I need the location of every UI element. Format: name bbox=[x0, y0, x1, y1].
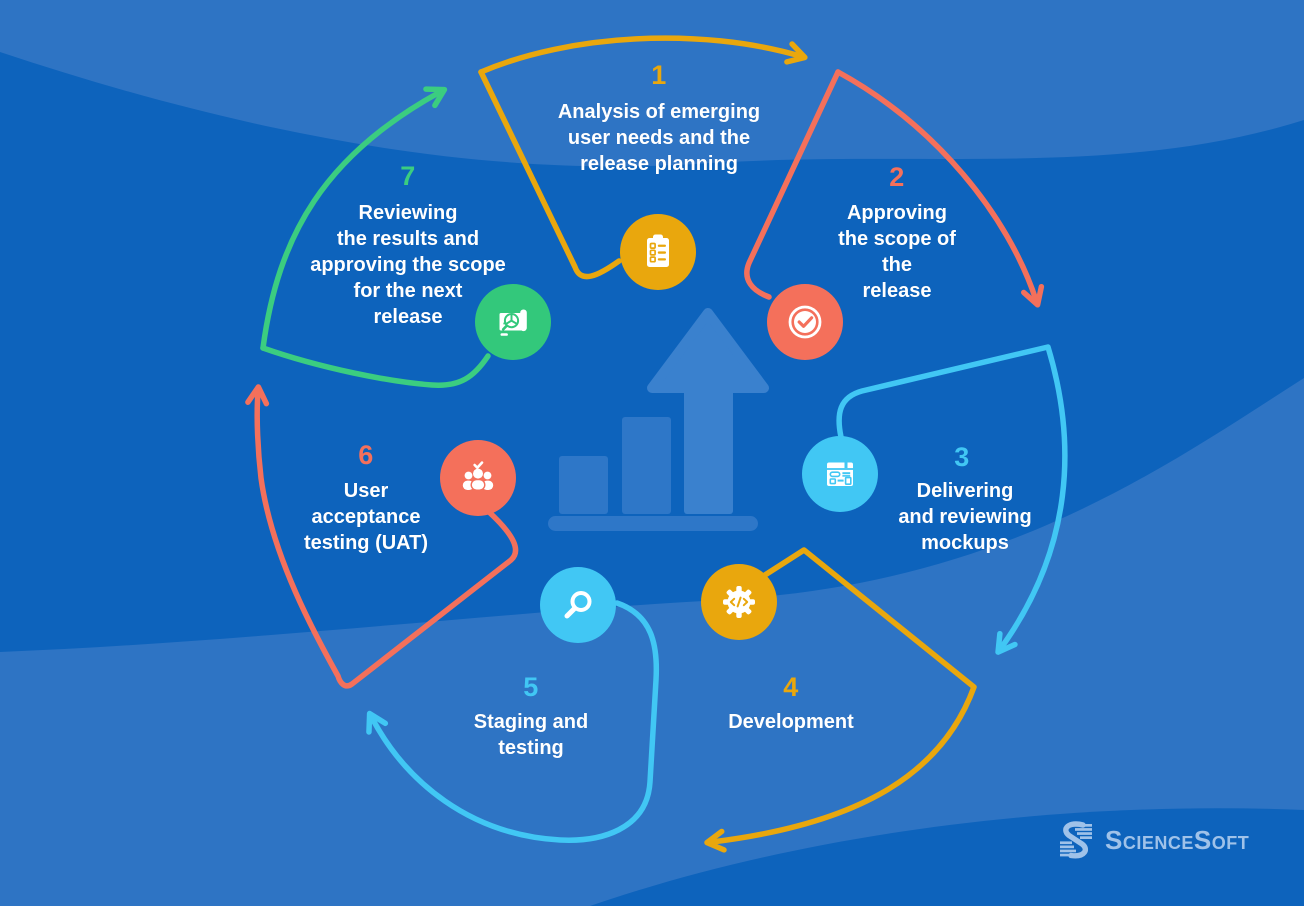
step-6-number: 6 bbox=[358, 440, 374, 470]
arrow-step-6 bbox=[245, 384, 519, 689]
step-3-label: Delivering and reviewing mockups bbox=[898, 480, 1032, 554]
step-7-label: Reviewing the results and approving the … bbox=[310, 202, 506, 328]
step-3-number: 3 bbox=[954, 442, 970, 472]
step-4-label: Development bbox=[728, 711, 854, 733]
step-7-number: 7 bbox=[400, 161, 416, 191]
step-4-number: 4 bbox=[783, 672, 799, 702]
growth-chart-watermark bbox=[548, 308, 769, 531]
check-circle-icon bbox=[767, 284, 843, 360]
arrow-step-1 bbox=[478, 35, 808, 280]
arrow-step-7 bbox=[260, 86, 491, 388]
magnifier-icon bbox=[540, 567, 616, 643]
step-1-number: 1 bbox=[651, 60, 667, 90]
sciencesoft-logo-mark bbox=[1060, 821, 1092, 859]
step-6-label: User acceptance testing (UAT) bbox=[303, 480, 429, 554]
sciencesoft-logo-text: ScienceSoft bbox=[1105, 824, 1250, 855]
step-2-number: 2 bbox=[889, 162, 905, 192]
step-5-number: 5 bbox=[523, 672, 539, 702]
sciencesoft-logo: ScienceSoft bbox=[1056, 818, 1249, 862]
clipboard-checklist-icon bbox=[620, 214, 696, 290]
step-2-label: Approving the scope of the release bbox=[838, 202, 956, 302]
code-gear-icon bbox=[701, 564, 777, 640]
arrow-step-3 bbox=[836, 344, 1068, 655]
wave-top bbox=[0, 0, 1304, 167]
report-review-icon bbox=[475, 284, 551, 360]
wave-bottom-right bbox=[590, 808, 1304, 906]
step-5-label: Staging and testing bbox=[473, 711, 589, 759]
step-1-label: Analysis of emerging user needs and the … bbox=[557, 101, 761, 175]
users-check-icon bbox=[440, 440, 516, 516]
arrow-step-5 bbox=[366, 600, 660, 843]
mockup-window-icon bbox=[802, 436, 878, 512]
arrow-step-4 bbox=[704, 547, 977, 853]
arrow-step-2 bbox=[744, 69, 1045, 308]
